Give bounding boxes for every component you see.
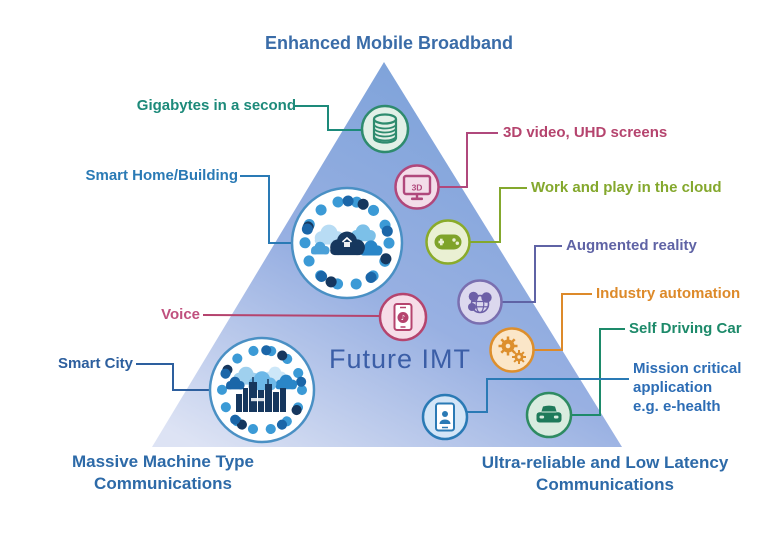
label-3d-video: 3D video, UHD screens [503,124,668,141]
connector-voice [202,313,381,318]
connector-industry [534,293,592,351]
voice-phone-icon: ♪ [378,292,428,342]
label-voice: Voice [161,306,200,323]
smart-home-cloud-icon [290,186,404,300]
label-self-driving-car: Self Driving Car [629,320,742,337]
label-augmented-reality: Augmented reality [566,237,697,254]
database-icon [360,104,410,154]
gears-icon [489,327,535,373]
3d-tv-icon: 3D [394,164,440,210]
label-smart-city: Smart City [57,355,133,372]
scenario-label-mmtc: Massive Machine Type Communications [71,452,255,493]
label-smart-home: Smart Home/Building [85,167,238,184]
scenario-label-embb: Enhanced Mobile Broadband [264,33,514,53]
smart-city-cloud-icon [208,336,316,444]
ar-globe-icon [457,279,503,325]
connector-gigabytes [295,105,362,131]
car-icon [525,391,573,439]
music-note-glyph: ♪ [401,314,405,322]
city-skyline [236,377,286,412]
connector-cloud-work [470,187,527,243]
3d-tv-icon-text: 3D [412,182,423,192]
connector-augmented-reality [502,245,562,303]
connector-mission-critical [467,378,629,413]
gamepad-icon [425,219,471,265]
connector-self-driving [571,328,625,416]
label-industry-automation: Industry automation [596,285,741,302]
home-icon [341,236,353,247]
ehealth-phone-icon [421,393,469,441]
connector-lines [136,105,629,416]
connector-smart-home [240,175,292,244]
connector-3d-video [439,132,498,188]
label-cloud-work: Work and play in the cloud [531,179,722,196]
connector-smart-city [136,363,210,391]
label-mission-critical: Mission critical application e.g. e-heal… [633,360,742,415]
scenario-label-urllc: Ultra-reliable and Low Latency Communica… [481,453,729,494]
center-label-future-imt: Future IMT [328,344,472,374]
label-gigabytes: Gigabytes in a second [136,97,296,114]
